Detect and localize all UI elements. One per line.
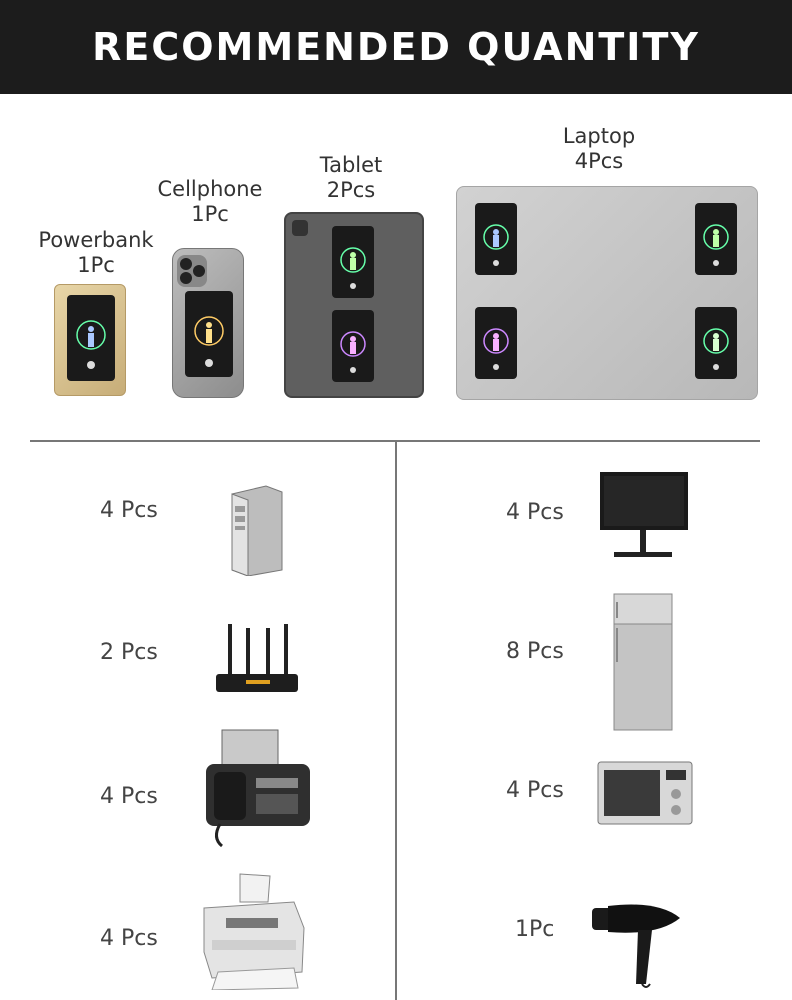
cellphone-image [172, 248, 244, 398]
label-tablet: Tablet 2Pcs [296, 153, 406, 203]
qty-router: 2 Pcs [100, 640, 158, 665]
tablet-qty: 2Pcs [326, 178, 376, 202]
monitor-icon [598, 468, 690, 560]
emf-sticker [695, 203, 737, 275]
label-laptop: Laptop 4Pcs [540, 124, 658, 174]
fax-machine-icon [202, 728, 314, 850]
laptop-name: Laptop [562, 124, 636, 148]
camera-module-icon [177, 255, 207, 287]
powerbank-qty: 1Pc [77, 253, 115, 277]
emf-sticker [332, 226, 374, 298]
laptop-image [456, 186, 758, 400]
refrigerator-icon [612, 592, 674, 732]
qty-fax: 4 Pcs [100, 784, 158, 809]
label-cellphone: Cellphone 1Pc [148, 177, 272, 227]
laptop-qty: 4Pcs [574, 149, 624, 173]
microwave-icon [596, 760, 694, 826]
emf-sticker [67, 295, 115, 381]
cellphone-name: Cellphone [157, 177, 263, 201]
printer-icon [198, 872, 308, 991]
qty-printer: 4 Pcs [100, 926, 158, 951]
label-powerbank: Powerbank 1Pc [30, 228, 162, 278]
powerbank-name: Powerbank [38, 228, 154, 252]
vertical-divider [395, 441, 397, 1000]
emf-sticker [185, 291, 233, 377]
emf-sticker [475, 203, 517, 275]
qty-refrigerator: 8 Pcs [506, 639, 564, 664]
emf-sticker [695, 307, 737, 379]
qty-microwave: 4 Pcs [506, 778, 564, 803]
qty-desktop: 4 Pcs [100, 498, 158, 523]
tablet-image [284, 212, 424, 398]
camera-module-icon [292, 220, 308, 236]
powerbank-image [54, 284, 126, 396]
emf-sticker [475, 307, 517, 379]
router-icon [212, 622, 302, 696]
desktop-tower-icon [228, 484, 286, 577]
page-title: RECOMMENDED QUANTITY [92, 25, 700, 69]
emf-sticker [332, 310, 374, 382]
qty-monitor: 4 Pcs [506, 500, 564, 525]
hair-dryer-icon [588, 900, 688, 990]
qty-hair-dryer: 1Pc [515, 917, 555, 942]
header-banner: RECOMMENDED QUANTITY [0, 0, 792, 94]
tablet-name: Tablet [319, 153, 383, 177]
cellphone-qty: 1Pc [191, 202, 229, 226]
